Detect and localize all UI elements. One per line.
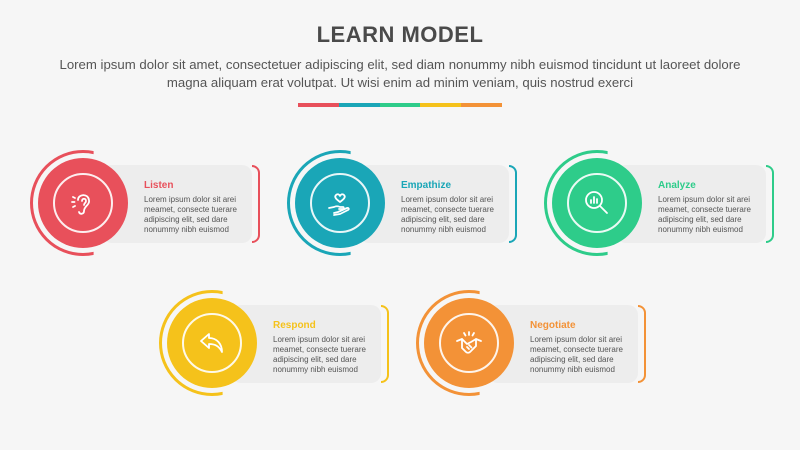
heart-hand-icon — [328, 193, 350, 216]
inner-ring — [439, 313, 499, 373]
step-label: Analyze — [658, 180, 696, 191]
handshake-icon — [456, 331, 482, 354]
step-description: Lorem ipsum dolor sit arei meamet, conse… — [273, 335, 366, 374]
step-card-listen: Listen Lorem ipsum dolor sit arei meamet… — [30, 150, 260, 256]
step-label: Listen — [144, 180, 174, 191]
inner-ring — [567, 173, 627, 233]
step-circle — [38, 158, 128, 248]
card-accent-bracket — [638, 305, 646, 383]
step-card-empathize: Empathize Lorem ipsum dolor sit arei mea… — [287, 150, 517, 256]
inner-ring — [310, 173, 370, 233]
color-divider — [298, 103, 502, 107]
ear-icon — [71, 194, 90, 215]
reply-arrow-icon — [200, 333, 223, 353]
card-accent-bracket — [381, 305, 389, 383]
step-description: Lorem ipsum dolor sit arei meamet, conse… — [144, 195, 237, 234]
step-card-respond: Respond Lorem ipsum dolor sit arei meame… — [159, 290, 389, 396]
step-circle — [295, 158, 385, 248]
divider-segment-orange — [461, 103, 502, 107]
chart-magnifier-icon — [585, 191, 608, 214]
step-circle — [552, 158, 642, 248]
step-circle — [424, 298, 514, 388]
card-accent-bracket — [509, 165, 517, 243]
step-card-analyze: Analyze Lorem ipsum dolor sit arei meame… — [544, 150, 774, 256]
page-subtitle: Lorem ipsum dolor sit amet, consectetuer… — [59, 57, 741, 90]
step-description: Lorem ipsum dolor sit arei meamet, conse… — [530, 335, 623, 374]
step-label: Respond — [273, 320, 316, 331]
card-accent-bracket — [766, 165, 774, 243]
step-card-negotiate: Negotiate Lorem ipsum dolor sit arei mea… — [416, 290, 646, 396]
step-description: Lorem ipsum dolor sit arei meamet, conse… — [658, 195, 751, 234]
divider-segment-green — [379, 103, 421, 107]
card-accent-bracket — [252, 165, 260, 243]
step-label: Empathize — [401, 180, 452, 191]
step-description: Lorem ipsum dolor sit arei meamet, conse… — [401, 195, 494, 234]
divider-segment-red — [298, 103, 339, 107]
page-title: LEARN MODEL — [316, 22, 484, 47]
divider-segment-teal — [338, 103, 380, 107]
inner-ring — [182, 313, 242, 373]
step-circle — [167, 298, 257, 388]
inner-ring — [53, 173, 113, 233]
divider-segment-yellow — [420, 103, 462, 107]
step-label: Negotiate — [530, 320, 576, 331]
